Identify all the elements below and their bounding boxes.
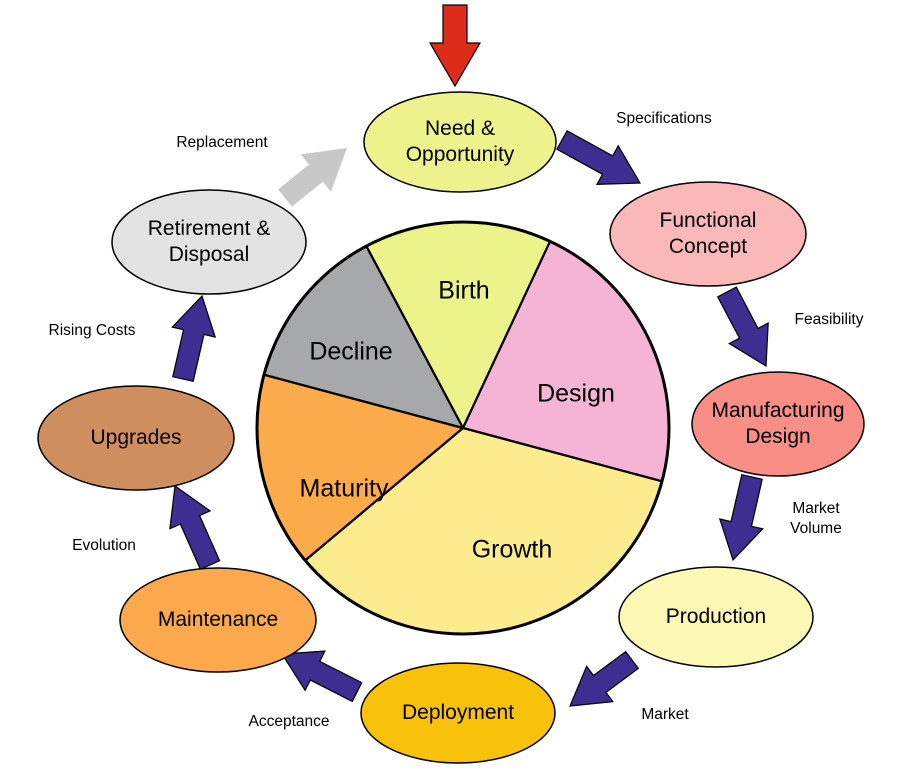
pie-label-decline: Decline xyxy=(309,338,392,366)
pie-label-maturity: Maturity xyxy=(300,475,389,503)
stage-ellipse-maintenance xyxy=(119,567,317,673)
arrow-acceptance xyxy=(280,650,363,703)
label-line: Acceptance xyxy=(249,713,330,730)
stage-ellipse-manufacturing xyxy=(691,371,865,477)
label-line: Design xyxy=(745,425,810,448)
stage-label-maintenance: Maintenance xyxy=(158,608,278,631)
stage-ellipse-deployment xyxy=(360,662,556,764)
arrow-evolution xyxy=(169,484,221,571)
stage-production: Production xyxy=(618,566,814,668)
label-line: Volume xyxy=(790,520,842,537)
stage-label-need: Need & Opportunity xyxy=(406,117,515,166)
arrow-market-volume xyxy=(718,473,764,562)
label-line: Opportunity xyxy=(406,143,515,166)
label-line: Market xyxy=(641,706,689,723)
label-line: Market xyxy=(792,500,840,517)
transition-label-acceptance: Acceptance xyxy=(249,713,330,730)
label-line: Production xyxy=(666,605,766,628)
arrow-replacement xyxy=(278,148,347,207)
stage-label-deployment: Deployment xyxy=(402,701,514,724)
arrow-feasibility xyxy=(716,286,769,368)
entry-arrow xyxy=(428,4,482,88)
stage-upgrades: Upgrades xyxy=(37,385,235,491)
label-line: Replacement xyxy=(176,134,268,151)
label-line: Specifications xyxy=(616,110,712,127)
stage-need: Need & Opportunity xyxy=(363,91,557,193)
pie-label-design: Design xyxy=(537,380,615,408)
stage-ellipse-need xyxy=(363,91,557,193)
stage-ellipse-production xyxy=(618,566,814,668)
label-line: Disposal xyxy=(169,243,250,266)
pie-outline xyxy=(255,220,671,636)
label-line: Maintenance xyxy=(158,608,278,631)
label-line: Upgrades xyxy=(90,426,181,449)
arrow-rising-costs xyxy=(171,294,217,383)
label-line: Deployment xyxy=(402,701,514,724)
stage-retirement: Retirement & Disposal xyxy=(111,189,307,295)
transition-label-market: Market xyxy=(641,706,689,723)
label-line: Feasibility xyxy=(795,311,864,328)
stage-maintenance: Maintenance xyxy=(119,567,317,673)
stage-label-retirement: Retirement & Disposal xyxy=(148,217,271,266)
stage-ellipse-upgrades xyxy=(37,385,235,491)
stage-deployment: Deployment xyxy=(360,662,556,764)
stage-ellipse-functional xyxy=(609,181,807,287)
transition-label-specifications: Specifications xyxy=(616,110,712,127)
label-line: Functional xyxy=(660,209,757,232)
stage-label-upgrades: Upgrades xyxy=(90,426,181,449)
transition-label-feasibility: Feasibility xyxy=(795,311,864,328)
label-line: Manufacturing xyxy=(711,399,844,422)
arrow-market xyxy=(569,650,640,707)
transition-label-replacement: Replacement xyxy=(176,134,268,151)
stage-label-production: Production xyxy=(666,605,766,628)
flow-arrows xyxy=(169,4,769,707)
pie-label-growth: Growth xyxy=(472,536,553,564)
label-line: Rising Costs xyxy=(49,322,136,339)
label-line: Need & xyxy=(425,117,495,140)
label-line: Retirement & xyxy=(148,217,271,240)
pie-label-birth: Birth xyxy=(438,277,489,305)
stage-ellipse-retirement xyxy=(111,189,307,295)
arrow-specifications xyxy=(556,129,642,186)
transition-label-rising-costs: Rising Costs xyxy=(49,322,136,339)
transition-label-evolution: Evolution xyxy=(72,537,136,554)
label-line: Concept xyxy=(669,235,747,258)
label-line: Evolution xyxy=(72,537,136,554)
